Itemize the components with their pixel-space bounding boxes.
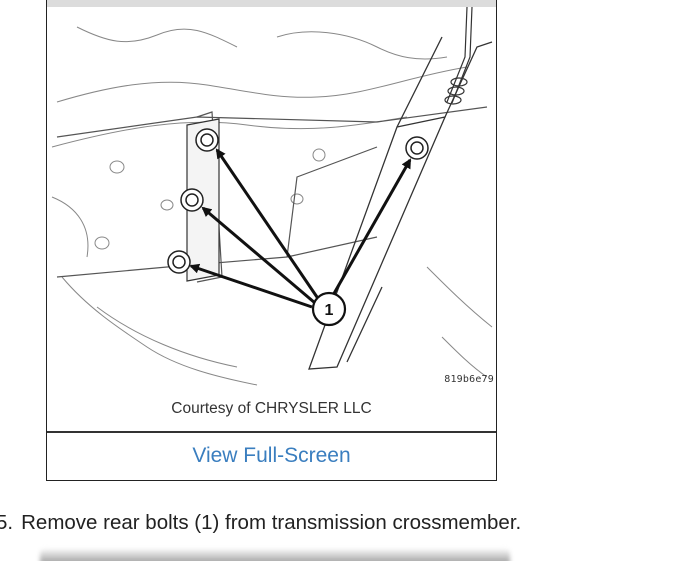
callout-label: 1 bbox=[325, 302, 334, 319]
figure-top-strip bbox=[47, 0, 496, 7]
divider bbox=[47, 431, 496, 433]
crossmember-bolt-diagram: 1 bbox=[47, 7, 496, 389]
step-text: Remove rear bolts (1) from transmission … bbox=[21, 511, 522, 534]
leader-arrow-upper-left bbox=[215, 148, 321, 301]
callout-1: 1 bbox=[311, 291, 347, 327]
leader-arrow-middle-left bbox=[201, 206, 316, 305]
figure-card: 1 819b6e79 Courtesy of CHRYSLER LLC View… bbox=[46, 0, 497, 481]
bolt-right bbox=[405, 136, 429, 160]
bolt-upper-left bbox=[195, 128, 219, 152]
figure-id: 819b6e79 bbox=[444, 374, 494, 385]
procedure-step: 5. Remove rear bolts (1) from transmissio… bbox=[0, 511, 521, 535]
next-figure-edge bbox=[40, 548, 510, 561]
view-full-screen-link[interactable]: View Full-Screen bbox=[192, 444, 351, 467]
leader-arrow-lower-left bbox=[189, 263, 313, 309]
step-number: 5. bbox=[0, 511, 14, 534]
bolt-middle-left bbox=[180, 188, 204, 212]
leader-arrow-right bbox=[330, 158, 412, 298]
figure-caption: Courtesy of CHRYSLER LLC bbox=[171, 400, 372, 417]
bolt-lower-left bbox=[167, 250, 191, 274]
